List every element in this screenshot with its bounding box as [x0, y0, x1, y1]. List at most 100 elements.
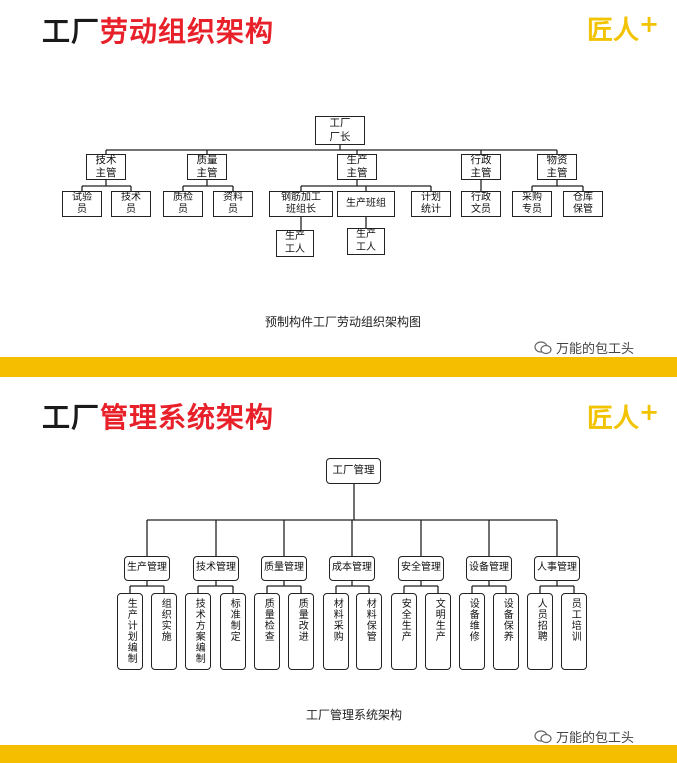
mgmt-root-label: 工厂管理: [332, 464, 375, 477]
mgmt-task-label: 安全生产: [399, 598, 411, 642]
org-root-factory-director: 工厂 厂长: [315, 116, 365, 145]
logo-plus: +: [639, 398, 660, 426]
mgmt-task-material-purchase: 材料采购: [323, 593, 349, 670]
mgmt-task-safe-production: 安全生产: [391, 593, 417, 670]
org-manager-production: 生产 主管: [337, 154, 377, 180]
mgmt-module-safety: 安全管理: [398, 556, 444, 581]
wechat-icon: [534, 729, 552, 743]
mgmt-task-label: 质量检查: [262, 598, 274, 642]
org-staff-warehouse-keeper: 仓库 保管: [563, 191, 603, 217]
mgmt-task-label: 材料采购: [331, 598, 343, 642]
mgmt-task-quality-inspection: 质量检查: [254, 593, 280, 670]
mgmt-task-label: 材料保管: [364, 598, 376, 642]
section1-title: 工厂劳动组织架构: [42, 10, 274, 50]
mgmt-module-label: 生产管理: [127, 562, 167, 574]
mgmt-task-quality-improvement: 质量改进: [288, 593, 314, 670]
org-staff-label: 计划 统计: [421, 191, 441, 216]
org-staff-planning-statistics: 计划 统计: [411, 191, 451, 217]
org-staff-admin-clerk: 行政 文员: [461, 191, 501, 217]
mgmt-task-label: 员工培训: [569, 598, 581, 642]
mgmt-task-label: 标准制定: [228, 598, 240, 642]
mgmt-task-label: 人员招聘: [535, 598, 547, 642]
mgmt-task-label: 文明生产: [433, 598, 445, 642]
watermark-text: 万能的包工头: [556, 731, 635, 746]
org-staff-label: 行政 文员: [471, 191, 491, 216]
org-manager-label: 质量 主管: [196, 153, 218, 179]
org-root-label: 工厂 厂长: [329, 117, 351, 143]
mgmt-task-label: 技术方案编制: [193, 598, 205, 664]
org-worker-label: 生产 工人: [356, 229, 376, 253]
mgmt-module-label: 成本管理: [332, 562, 372, 574]
section1-watermark: 万能的包工头: [534, 338, 634, 357]
org-staff-rebar-team-lead: 钢筋加工 班组长: [269, 191, 333, 217]
mgmt-module-label: 质量管理: [264, 562, 304, 574]
logo-text: 匠人: [587, 16, 640, 46]
section2-logo: 匠人+: [587, 398, 659, 435]
org-staff-production-team: 生产班组: [337, 191, 395, 217]
mgmt-root-factory-management: 工厂管理: [326, 458, 381, 484]
section2-title: 工厂管理系统架构: [42, 396, 274, 436]
org-staff-technician: 技术 员: [111, 191, 151, 217]
mgmt-task-label: 生产计划编制: [125, 598, 137, 664]
org-staff-label: 采购 专员: [522, 191, 542, 216]
logo-text: 匠人: [587, 404, 640, 434]
mgmt-task-label: 组织实施: [159, 598, 171, 642]
org-manager-quality: 质量 主管: [187, 154, 227, 180]
org-staff-label: 钢筋加工 班组长: [281, 191, 321, 216]
mgmt-task-recruitment: 人员招聘: [527, 593, 553, 670]
org-staff-purchaser: 采购 专员: [512, 191, 552, 217]
mgmt-module-label: 人事管理: [537, 562, 577, 574]
mgmt-task-standards: 标准制定: [220, 593, 246, 670]
mgmt-task-label: 质量改进: [296, 598, 308, 642]
wechat-icon: [534, 340, 552, 354]
mgmt-task-equipment-repair: 设备维修: [459, 593, 485, 670]
org-manager-technical: 技术 主管: [86, 154, 126, 180]
watermark-text: 万能的包工头: [556, 342, 635, 357]
section2-watermark: 万能的包工头: [534, 727, 634, 746]
org-staff-label: 仓库 保管: [573, 191, 593, 216]
mgmt-module-cost: 成本管理: [329, 556, 375, 581]
mgmt-module-label: 安全管理: [401, 562, 441, 574]
mgmt-module-technical: 技术管理: [193, 556, 239, 581]
org-staff-label: 质检 员: [173, 191, 193, 216]
section1-title-dark: 工厂: [42, 15, 101, 48]
org-staff-label: 资料 员: [223, 191, 243, 216]
mgmt-module-label: 设备管理: [469, 562, 509, 574]
org-manager-admin: 行政 主管: [461, 154, 501, 180]
org-staff-inspector: 质检 员: [163, 191, 203, 217]
bottom-bar: [0, 745, 677, 763]
org-worker-rebar: 生产 工人: [276, 230, 314, 257]
mgmt-module-hr: 人事管理: [534, 556, 580, 581]
mgmt-task-civilized-production: 文明生产: [425, 593, 451, 670]
mgmt-task-label: 设备保养: [501, 598, 513, 642]
org-staff-label: 技术 员: [121, 191, 141, 216]
mgmt-task-implementation: 组织实施: [151, 593, 177, 670]
org-staff-tester: 试验 员: [62, 191, 102, 217]
org-staff-label: 试验 员: [72, 191, 92, 216]
org-staff-label: 生产班组: [346, 197, 386, 209]
org-manager-label: 行政 主管: [470, 153, 492, 179]
mgmt-task-material-storage: 材料保管: [356, 593, 382, 670]
org-worker-label: 生产 工人: [285, 231, 305, 255]
mgmt-task-equipment-maintenance: 设备保养: [493, 593, 519, 670]
mgmt-module-quality: 质量管理: [261, 556, 307, 581]
section1-title-red: 劳动组织架构: [100, 15, 275, 48]
org-worker-production: 生产 工人: [347, 228, 385, 255]
mgmt-module-label: 技术管理: [196, 562, 236, 574]
mgmt-module-production: 生产管理: [124, 556, 170, 581]
org-manager-label: 生产 主管: [346, 153, 368, 179]
org-manager-label: 技术 主管: [95, 153, 117, 179]
mgmt-task-training: 员工培训: [561, 593, 587, 670]
section2-title-dark: 工厂: [42, 401, 101, 434]
mgmt-task-label: 设备维修: [467, 598, 479, 642]
section2-title-red: 管理系统架构: [100, 401, 275, 434]
section1-caption: 预制构件工厂劳动组织架构图: [265, 315, 422, 329]
section-divider-bar: [0, 357, 677, 377]
mgmt-task-production-plan: 生产计划编制: [117, 593, 143, 670]
org-staff-document-clerk: 资料 员: [213, 191, 253, 217]
section2-caption: 工厂管理系统架构: [306, 708, 403, 722]
org-manager-materials: 物资 主管: [537, 154, 577, 180]
mgmt-module-equipment: 设备管理: [466, 556, 512, 581]
